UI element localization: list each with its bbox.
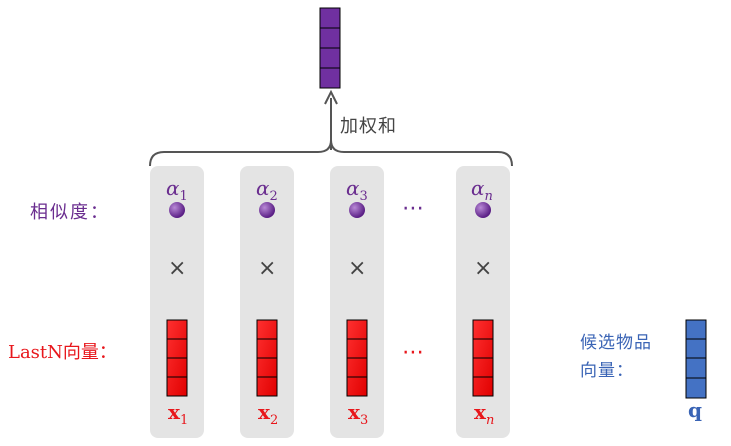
ellipsis-weights: ⋯ [402,196,424,221]
multiply-sign-2: × [258,256,277,281]
lastn-vector-3 [346,319,368,397]
alpha-label-n: αn [471,176,493,204]
candidate-vector-q [685,319,707,399]
lastn-row-label: LastN向量： [8,342,117,363]
weight-dot-1 [169,202,185,218]
candidate-label-line2: 向量： [580,361,634,381]
x-label-3: x3 [348,400,369,428]
alpha-label-1: α1 [166,176,188,204]
x-label-2: x2 [258,400,279,428]
weighted-sum-label: 加权和 [340,116,397,137]
sum-brace [149,139,513,167]
column-bg-2 [240,166,294,438]
multiply-sign-3: × [348,256,367,281]
weight-dot-2 [259,202,275,218]
output-vector [319,7,341,89]
column-bg-3 [330,166,384,438]
column-bg-1 [150,166,204,438]
alpha-label-3: α3 [346,176,368,204]
weight-dot-n [475,202,491,218]
lastn-vector-1 [166,319,188,397]
multiply-sign-1: × [168,256,187,281]
multiply-sign-n: × [474,256,493,281]
x-label-n: xn [474,400,495,428]
column-bg-n [456,166,510,438]
ellipsis-vectors: ⋯ [402,340,424,365]
lastn-vector-2 [256,319,278,397]
lastn-vector-n [472,319,494,397]
alpha-label-2: α2 [256,176,278,204]
candidate-q-label: q [688,398,702,422]
x-label-1: x1 [168,400,189,428]
candidate-label-line1: 候选物品 [580,333,652,353]
weight-dot-3 [349,202,365,218]
similarity-row-label: 相似度： [30,202,110,223]
